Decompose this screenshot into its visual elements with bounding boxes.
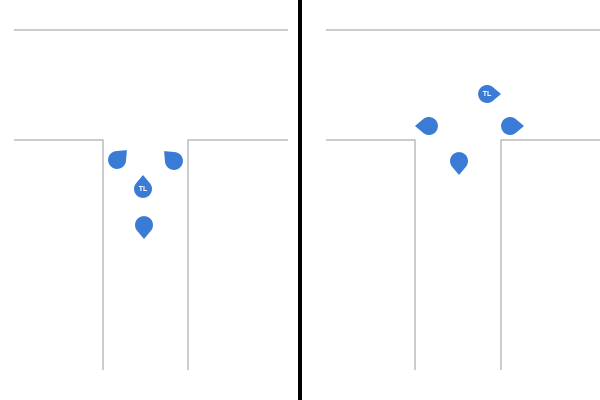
left-panel-left-corner <box>14 139 104 370</box>
marker-team-leader-icon: TL <box>478 85 501 103</box>
right-panel-left-corner <box>326 139 416 370</box>
right-panel: TL <box>326 29 600 370</box>
marker-pin-shape <box>164 151 183 170</box>
left-panel-right-corner <box>187 139 288 370</box>
marker-lower-icon <box>135 216 153 239</box>
marker-upper-left-icon <box>108 150 127 169</box>
marker-label: TL <box>139 186 148 193</box>
marker-right-flank-icon <box>501 117 524 135</box>
marker-pin-shape <box>135 216 153 239</box>
left-panel-markers: TL <box>108 150 183 239</box>
marker-pin-shape <box>134 175 152 198</box>
left-panel: TL <box>14 29 288 370</box>
right-panel-markers: TL <box>415 85 524 175</box>
marker-pin-shape <box>415 117 438 135</box>
marker-upper-right-icon <box>164 151 183 170</box>
marker-center-icon <box>450 152 468 175</box>
marker-pin-shape <box>501 117 524 135</box>
marker-label: TL <box>483 91 492 98</box>
right-panel-right-corner <box>500 139 600 370</box>
marker-pin-shape <box>450 152 468 175</box>
marker-pin-shape <box>108 150 127 169</box>
marker-pin-shape <box>478 85 501 103</box>
marker-team-leader-icon: TL <box>134 175 152 198</box>
marker-left-flank-icon <box>415 117 438 135</box>
